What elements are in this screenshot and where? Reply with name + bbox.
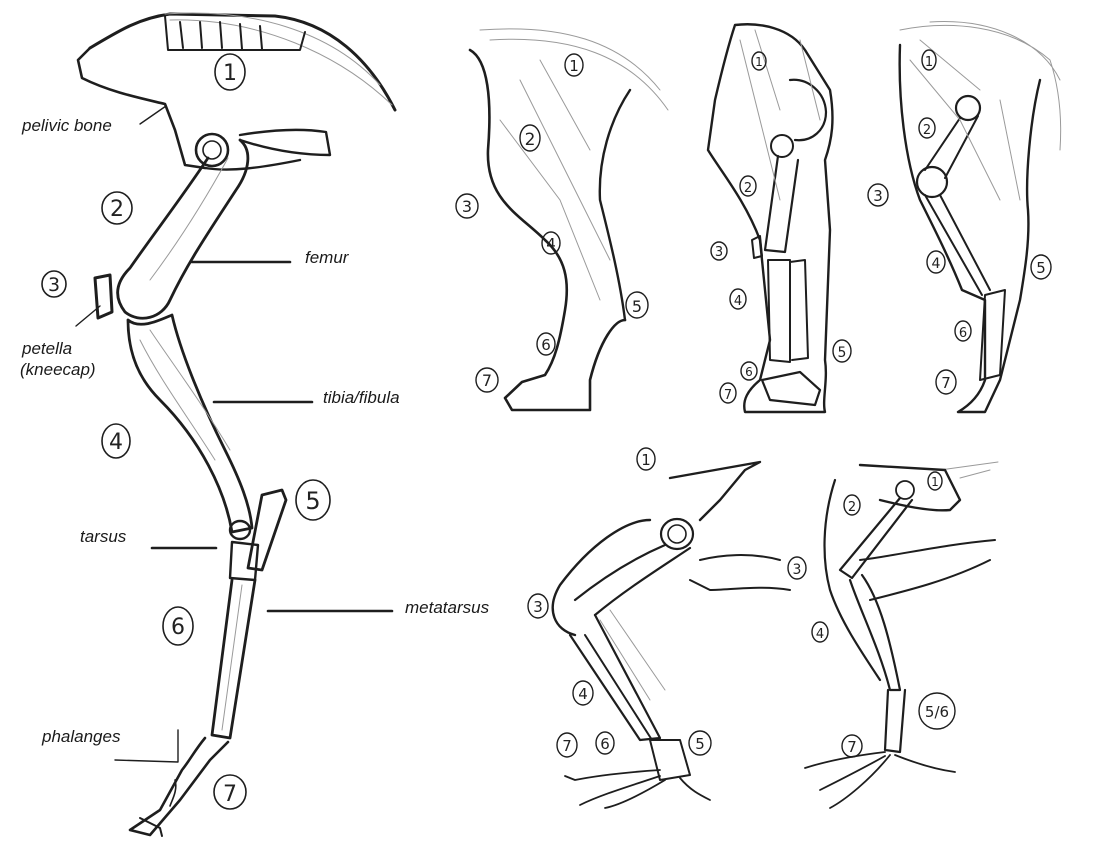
sketch-c-number-1: 1 — [925, 55, 933, 70]
number-6: 6 — [171, 615, 185, 640]
number-4: 4 — [109, 430, 123, 455]
sketch-e-number-3: 3 — [793, 562, 802, 578]
number-1: 1 — [223, 61, 237, 86]
label-tarsus: tarsus — [80, 527, 127, 546]
sketch-b-number-5: 5 — [838, 345, 847, 361]
sketch-c-number-6: 6 — [959, 326, 967, 341]
sketch-a-number-4: 4 — [546, 235, 556, 253]
label-phalanges: phalanges — [42, 727, 121, 746]
sketch-e-number-7: 7 — [847, 738, 857, 756]
sketch-d-number-4: 4 — [578, 685, 588, 703]
sketch-d-number-3: 3 — [533, 598, 543, 616]
label-tibia-fibula: tibia/fibula — [323, 388, 400, 407]
sketch-b-number-2: 2 — [744, 181, 752, 196]
main-leg-numbers: 1 2 3 4 5 6 7 — [41, 53, 331, 810]
sketch-c-number-2: 2 — [923, 123, 931, 138]
main-leg-skeleton — [75, 12, 397, 837]
label-kneecap: (kneecap) — [20, 360, 96, 379]
sketch-a-number-6: 6 — [541, 336, 551, 354]
sketch-b-number-6: 6 — [745, 365, 753, 379]
label-femur: femur — [305, 248, 349, 267]
sketch-e-number-2: 2 — [848, 500, 856, 515]
sketch-leg-b: 1 2 3 4 5 6 7 — [706, 23, 852, 414]
sketch-a-number-1: 1 — [569, 57, 579, 75]
label-metatarsus: metatarsus — [405, 598, 490, 617]
sketch-b-number-3: 3 — [715, 245, 723, 260]
sketch-leg-c: 1 2 3 4 5 6 7 — [867, 21, 1062, 414]
sketch-d-number-6: 6 — [600, 735, 610, 753]
sketch-c-number-7: 7 — [941, 374, 951, 392]
sketch-leg-a: 1 2 3 4 5 6 7 — [455, 28, 669, 412]
sketch-c-number-4: 4 — [932, 256, 941, 272]
number-5: 5 — [305, 487, 320, 515]
sketch-b-number-7: 7 — [724, 388, 732, 403]
sketch-b-number-4: 4 — [734, 294, 742, 309]
sketch-e-number-1: 1 — [931, 475, 939, 489]
sketch-d-number-5: 5 — [695, 735, 705, 753]
number-2: 2 — [110, 197, 124, 222]
sketch-e-number-4: 4 — [816, 627, 824, 642]
label-patella: petella — [22, 339, 73, 358]
sketch-a-number-7: 7 — [482, 371, 492, 390]
sketch-leg-d: 1 3 4 7 6 5 — [527, 447, 791, 809]
number-3: 3 — [48, 274, 60, 296]
sketch-e-number-5-6: 5/6 — [925, 703, 949, 721]
sketch-leg-e: 1 2 3 4 5/6 7 — [787, 461, 999, 809]
sketch-b-number-1: 1 — [755, 55, 763, 69]
number-7: 7 — [223, 782, 237, 807]
sketch-a-number-3: 3 — [462, 197, 472, 216]
sketch-a-number-5: 5 — [632, 297, 642, 316]
sketch-d-number-7: 7 — [562, 737, 572, 755]
label-pelvic-bone: pelivic bone — [22, 116, 112, 135]
sketch-a-number-2: 2 — [525, 130, 536, 150]
sketch-d-number-1: 1 — [641, 451, 651, 469]
sketch-c-number-5: 5 — [1036, 259, 1046, 277]
sketch-c-number-3: 3 — [873, 187, 883, 205]
